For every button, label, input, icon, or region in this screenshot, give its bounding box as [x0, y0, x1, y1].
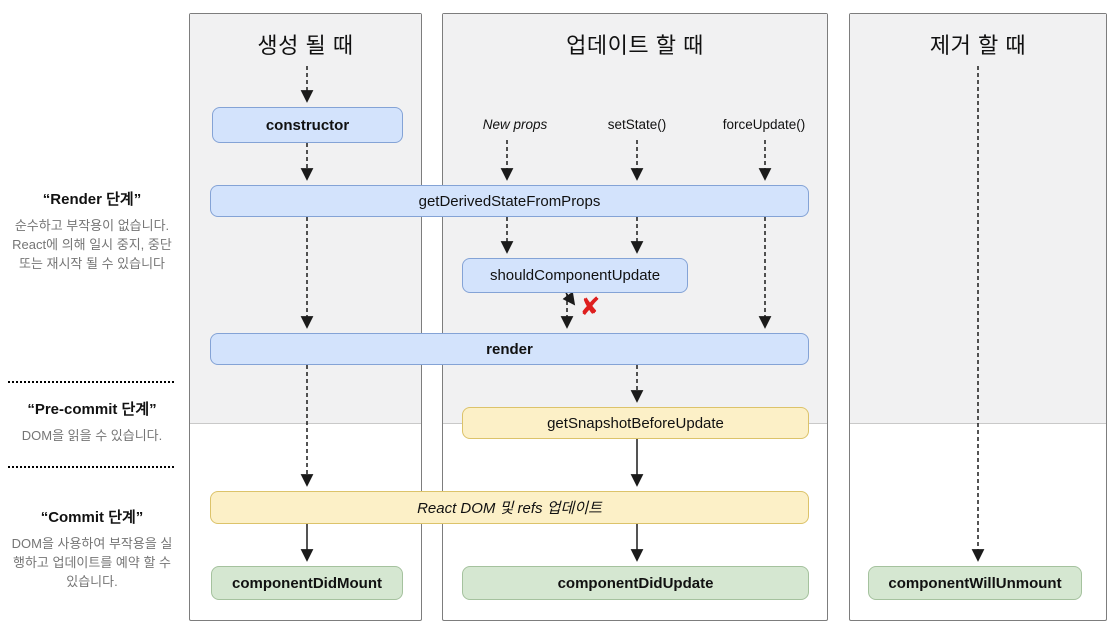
box-component-did-update[interactable]: componentDidUpdate [462, 566, 809, 600]
phase-commit: “Commit 단계” DOM을 사용하여 부작용을 실행하고 업데이트를 예약… [8, 506, 176, 591]
dotted-divider [8, 466, 174, 468]
dotted-divider [8, 381, 174, 383]
phase-title: “Commit 단계” [40, 509, 144, 526]
skip-render-x-icon: ✘ [579, 293, 601, 321]
phase-description: DOM을 읽을 수 있습니다. [21, 428, 163, 443]
column-title: 제거 할 때 [929, 33, 1027, 58]
phase-title: “Pre-commit 단계” [27, 401, 157, 418]
box-should-component-update[interactable]: shouldComponentUpdate [462, 258, 688, 293]
phase-title: “Render 단계” [42, 191, 142, 208]
column-mounting: 생성 될 때 [189, 13, 422, 621]
box-react-dom-refs-update: React DOM 및 refs 업데이트 [210, 491, 809, 524]
box-render[interactable]: render [210, 333, 809, 365]
box-component-will-unmount[interactable]: componentWillUnmount [868, 566, 1082, 600]
column-title: 업데이트 할 때 [566, 33, 704, 58]
column-updating: 업데이트 할 때 [442, 13, 828, 621]
trigger-new-props: New props [482, 117, 548, 132]
box-get-snapshot-before-update[interactable]: getSnapshotBeforeUpdate [462, 407, 809, 439]
phase-render: “Render 단계” 순수하고 부작용이 없습니다. React에 의해 일시… [8, 188, 176, 273]
box-constructor[interactable]: constructor [212, 107, 403, 143]
phase-description: DOM을 사용하여 부작용을 실행하고 업데이트를 예약 할 수 있습니다. [11, 536, 173, 589]
box-component-did-mount[interactable]: componentDidMount [211, 566, 403, 600]
box-get-derived-state-from-props[interactable]: getDerivedStateFromProps [210, 185, 809, 217]
trigger-force-update: forceUpdate() [722, 117, 806, 132]
render-phase-region [850, 14, 1106, 424]
phase-description: 순수하고 부작용이 없습니다. React에 의해 일시 중지, 중단 또는 재… [12, 218, 172, 271]
phase-pre-commit: “Pre-commit 단계” DOM을 읽을 수 있습니다. [8, 398, 176, 445]
trigger-set-state: setState() [607, 117, 667, 132]
column-title: 생성 될 때 [257, 33, 354, 58]
column-unmounting: 제거 할 때 [849, 13, 1107, 621]
